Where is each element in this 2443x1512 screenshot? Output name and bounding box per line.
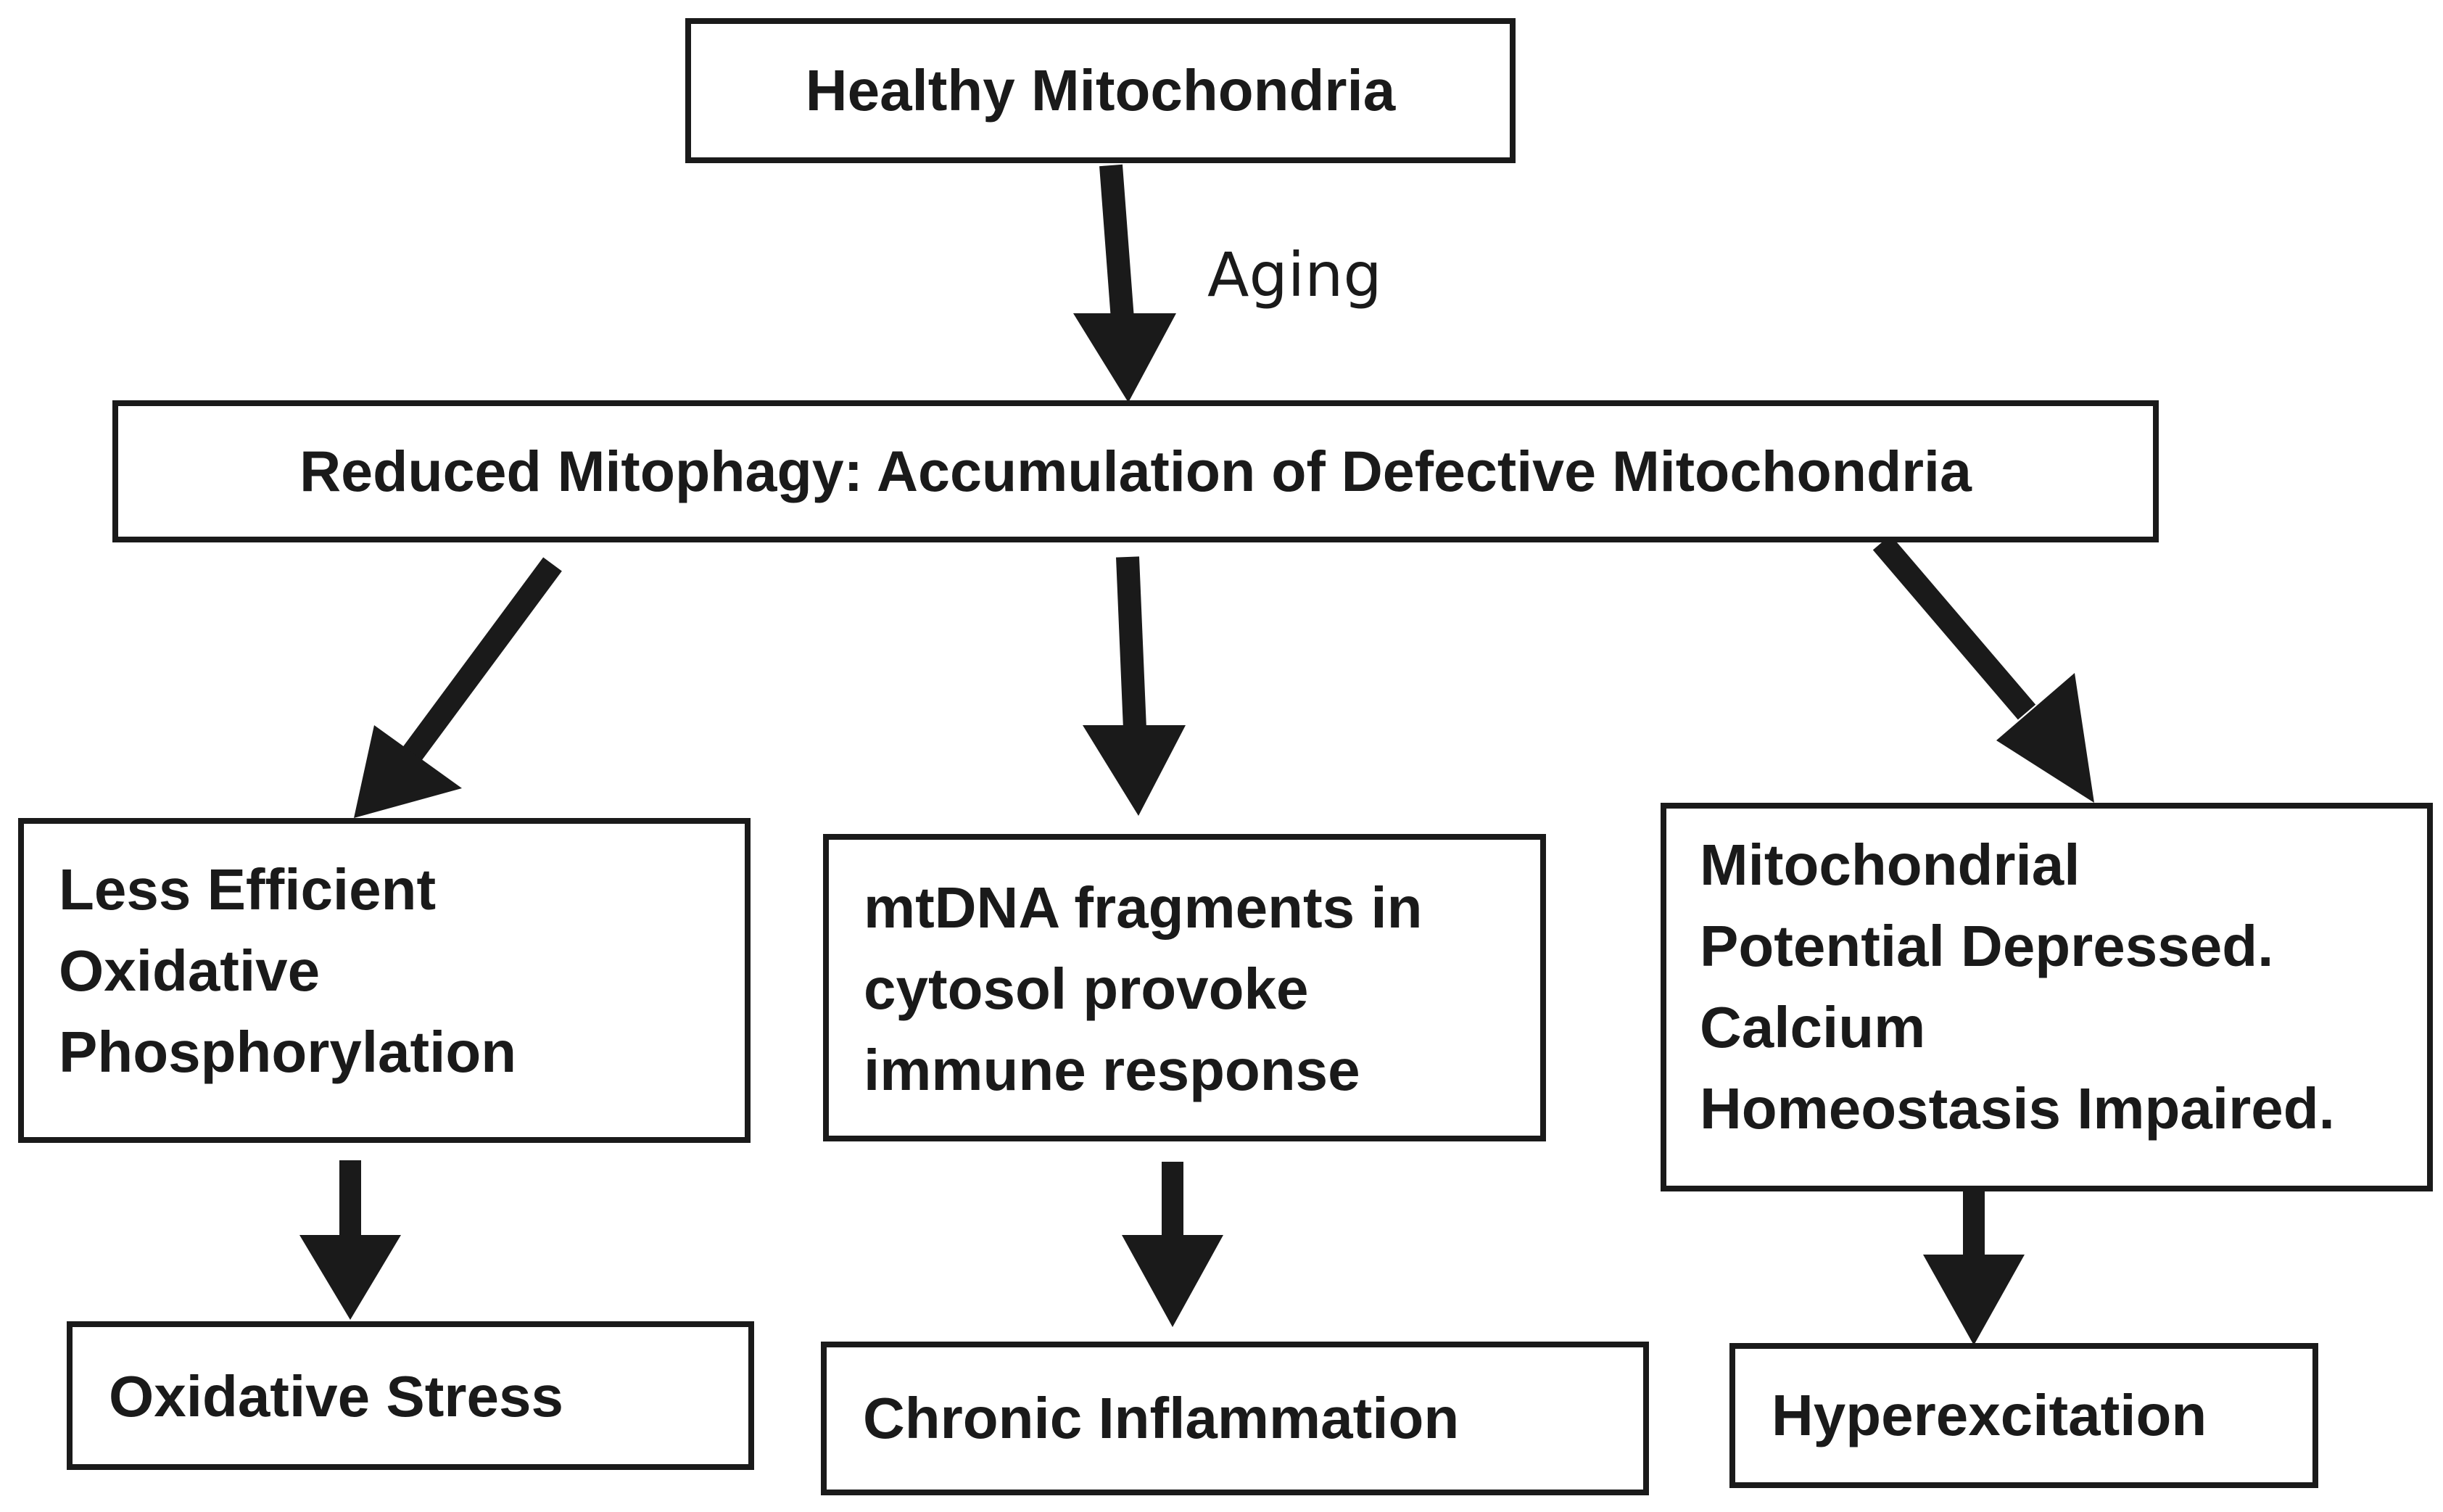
node-less-efficient-oxphos: Less Efficient Oxidative Phosphorylation <box>18 818 751 1143</box>
node-line: immune response <box>864 1038 1360 1102</box>
node-oxidative-stress: Oxidative Stress <box>67 1321 754 1470</box>
node-label: Reduced Mitophagy: Accumulation of Defec… <box>299 438 1972 503</box>
arrow-healthy-to-reduced <box>1073 164 1176 402</box>
arrow-reduced-to-mtdna <box>1083 556 1186 816</box>
node-line: mtDNA fragments in <box>864 875 1423 940</box>
arrow-mtdna-to-chronic-inflammation <box>1122 1162 1223 1327</box>
arrow-reduced-to-less-efficient <box>354 557 562 818</box>
arrow-potential-to-hyperexcitation <box>1923 1189 2025 1345</box>
edge-label-aging: Aging <box>1207 239 1382 310</box>
arrow-reduced-to-potential <box>1872 534 2094 803</box>
node-line: Calcium <box>1700 995 1926 1059</box>
node-line: Less Efficient <box>59 857 437 922</box>
node-line: Phosphorylation <box>59 1020 517 1084</box>
node-healthy-mitochondria: Healthy Mitochondria <box>685 18 1516 163</box>
node-line: Potential Depressed. <box>1700 914 2274 978</box>
node-mtdna-fragments: mtDNA fragments in cytosol provoke immun… <box>823 834 1546 1141</box>
node-label: Hyperexcitation <box>1772 1383 2207 1447</box>
node-line: Mitochondrial <box>1700 833 2080 897</box>
node-line: Homeostasis Impaired. <box>1700 1076 2335 1141</box>
arrow-less-efficient-to-oxidative-stress <box>299 1160 401 1320</box>
node-hyperexcitation: Hyperexcitation <box>1729 1343 2318 1488</box>
node-label: Oxidative Stress <box>109 1364 563 1429</box>
node-label: Chronic Inflammation <box>863 1386 1460 1450</box>
node-reduced-mitophagy: Reduced Mitophagy: Accumulation of Defec… <box>112 400 2159 542</box>
node-label: Healthy Mitochondria <box>805 58 1396 123</box>
node-chronic-inflammation: Chronic Inflammation <box>821 1342 1649 1495</box>
node-line: Oxidative <box>59 938 321 1003</box>
node-line: cytosol provoke <box>864 957 1309 1021</box>
node-mitochondrial-potential: Mitochondrial Potential Depressed. Calci… <box>1661 803 2433 1191</box>
